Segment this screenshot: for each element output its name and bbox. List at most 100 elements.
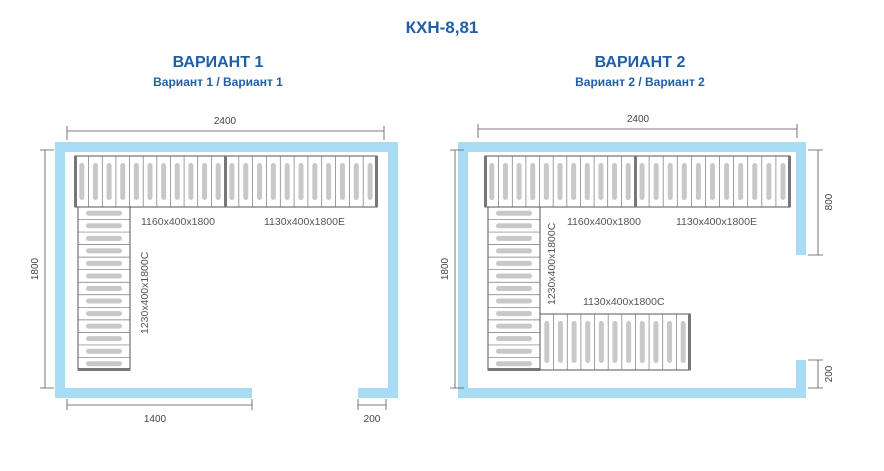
end-post: [224, 156, 227, 207]
wall-bottom: [458, 388, 806, 398]
wall-right-bottom: [796, 360, 806, 398]
shelf-slat: [612, 163, 618, 200]
shelf-slat: [106, 163, 112, 200]
shelving-unit: [224, 155, 378, 208]
shelf-slat: [243, 163, 249, 200]
unit-label: 1130x400x1800E: [264, 216, 345, 228]
dim-width: 2400: [627, 114, 650, 125]
dim-height: 1800: [440, 257, 451, 280]
shelf-slat: [339, 163, 345, 200]
shelf-slat: [202, 163, 208, 200]
variant-1-subtitle: Вариант 1 / Вариант 1: [153, 75, 283, 89]
shelving-unit: [77, 206, 131, 371]
wall-bottom-right: [358, 388, 398, 398]
shelf-slat: [86, 286, 122, 291]
shelving-unit: [74, 155, 226, 208]
shelf-slat: [780, 163, 786, 200]
shelf-slat: [496, 260, 532, 266]
unit-label: 1230x400x1800C: [139, 251, 151, 334]
shelf-slat: [86, 260, 122, 266]
shelf-slat: [598, 163, 604, 200]
end-post: [688, 314, 691, 370]
wall-right-top: [796, 142, 806, 255]
unit-label: 1130x400x1800C: [583, 296, 665, 308]
shelf-slat: [626, 321, 632, 363]
shelf-slat: [496, 210, 532, 216]
variant-2-title: ВАРИАНТ 2: [595, 54, 686, 71]
shelf-slat: [496, 361, 532, 367]
shelf-slat: [710, 163, 715, 200]
dimension-lines: 2400 1800 800 200: [440, 114, 835, 389]
shelf-slat: [639, 163, 645, 200]
shelf-slat: [516, 163, 522, 200]
shelf-slat: [79, 163, 85, 200]
shelf-slat: [353, 163, 359, 200]
shelf-slat: [544, 321, 550, 363]
shelf-slat: [530, 163, 536, 200]
dim-right-bottom: 200: [824, 365, 835, 382]
shelving-unit: [484, 155, 636, 208]
shelf-slat: [585, 321, 591, 363]
shelf-slat: [229, 163, 235, 200]
shelf-slat: [612, 321, 618, 363]
variant-2-subtitle: Вариант 2 / Вариант 2: [575, 75, 705, 89]
unit-label: 1230x400x1800C: [546, 222, 558, 305]
dim-height: 1800: [30, 257, 41, 280]
shelf-slat: [86, 348, 122, 354]
shelf-slat: [766, 163, 772, 200]
shelf-slat: [188, 163, 194, 200]
shelf-slat: [284, 163, 290, 200]
shelf-slat: [147, 163, 153, 200]
shelf-slat: [557, 321, 563, 363]
shelf-slat: [86, 323, 122, 329]
shelving-unit: [634, 155, 791, 208]
end-post: [788, 156, 791, 207]
shelf-slat: [738, 163, 744, 200]
shelf-slat: [312, 163, 318, 200]
shelf-slat: [571, 321, 577, 363]
shelf-slat: [667, 321, 673, 363]
shelf-slat: [120, 163, 126, 200]
shelf-slat: [326, 163, 332, 200]
dimension-lines: 2400 1800 1400 200: [30, 116, 387, 425]
unit-label: 1160x400x1800: [141, 216, 215, 228]
shelf-slat: [257, 163, 263, 200]
shelf-slat: [496, 248, 532, 254]
shelf-slat: [681, 163, 687, 200]
shelf-slat: [86, 248, 122, 254]
wall-left: [458, 142, 468, 398]
dim-width: 2400: [214, 116, 237, 127]
shelf-slat: [174, 163, 180, 200]
shelf-slat: [86, 311, 122, 317]
shelf-slat: [496, 235, 532, 241]
shelf-slat: [86, 273, 122, 279]
shelf-slat: [496, 286, 532, 291]
shelf-slat: [86, 361, 122, 367]
shelf-slat: [653, 321, 659, 363]
shelf-slat: [298, 163, 304, 200]
shelf-slat: [571, 163, 577, 200]
shelf-slat: [86, 223, 122, 229]
wall-left: [55, 142, 65, 398]
shelf-slat: [598, 321, 604, 363]
wall-bottom-left: [55, 388, 252, 398]
shelving-unit: [539, 313, 691, 371]
dim-bottom-right: 200: [364, 414, 381, 425]
dim-bottom-left: 1400: [144, 414, 167, 425]
main-title: КХН-8,81: [406, 18, 479, 37]
shelf-slat: [625, 163, 631, 200]
variant-1: ВАРИАНТ 1 Вариант 1 / Вариант 1 1160x400…: [30, 54, 398, 425]
shelf-slat: [367, 163, 373, 200]
walls: [458, 142, 806, 398]
shelf-slat: [496, 273, 532, 279]
end-post: [78, 368, 130, 371]
shelf-slat: [133, 163, 139, 200]
end-post: [634, 156, 637, 207]
shelf-slat: [270, 163, 276, 200]
shelf-slat: [86, 210, 122, 216]
shelf-slat: [496, 223, 532, 229]
unit-label: 1160x400x1800: [567, 216, 641, 228]
wall-top: [458, 142, 806, 152]
shelf-slat: [502, 163, 508, 200]
